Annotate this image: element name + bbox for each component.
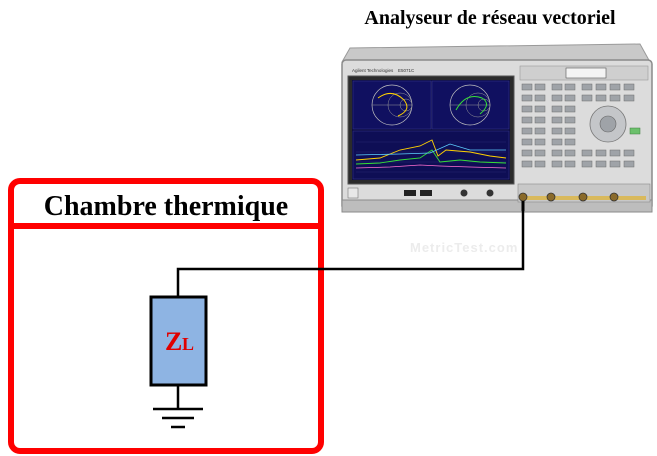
port-3 <box>578 192 588 202</box>
nav-button-right <box>420 190 432 196</box>
analyzer-title: Analyseur de réseau vectoriel <box>364 7 616 29</box>
chamber-title: Chambre thermique <box>44 191 288 222</box>
smith-chart-1 <box>371 84 413 126</box>
watermark: MetricTest.com <box>410 240 518 255</box>
load-label-sub: L <box>182 334 194 354</box>
knob-small-2 <box>486 189 494 197</box>
smith-chart-2 <box>449 84 491 126</box>
port-4 <box>609 192 619 202</box>
port-2 <box>546 192 556 202</box>
load-label-main: Z <box>165 327 182 356</box>
knob-small-1 <box>460 189 468 197</box>
analyzer-model: E5071C <box>398 68 415 73</box>
keypad <box>521 83 635 168</box>
coaxial-cable <box>176 201 525 297</box>
rotary-knob-center <box>599 115 617 133</box>
thermal-chamber <box>8 178 324 454</box>
nav-button-left <box>404 190 416 196</box>
chamber-frame <box>8 178 324 454</box>
power-switch <box>347 187 359 199</box>
trace-lines <box>355 139 507 173</box>
port-1 <box>518 192 528 202</box>
network-analyzer: Agilent Technologies E5071C <box>341 43 653 213</box>
analyzer-brand: Agilent Technologies <box>352 68 394 73</box>
floppy-slot <box>565 67 607 79</box>
ground-icon <box>153 385 203 429</box>
load-impedance-box <box>149 295 208 387</box>
analyzer-base <box>341 199 653 213</box>
test-ports <box>518 192 619 202</box>
green-key <box>629 127 641 135</box>
